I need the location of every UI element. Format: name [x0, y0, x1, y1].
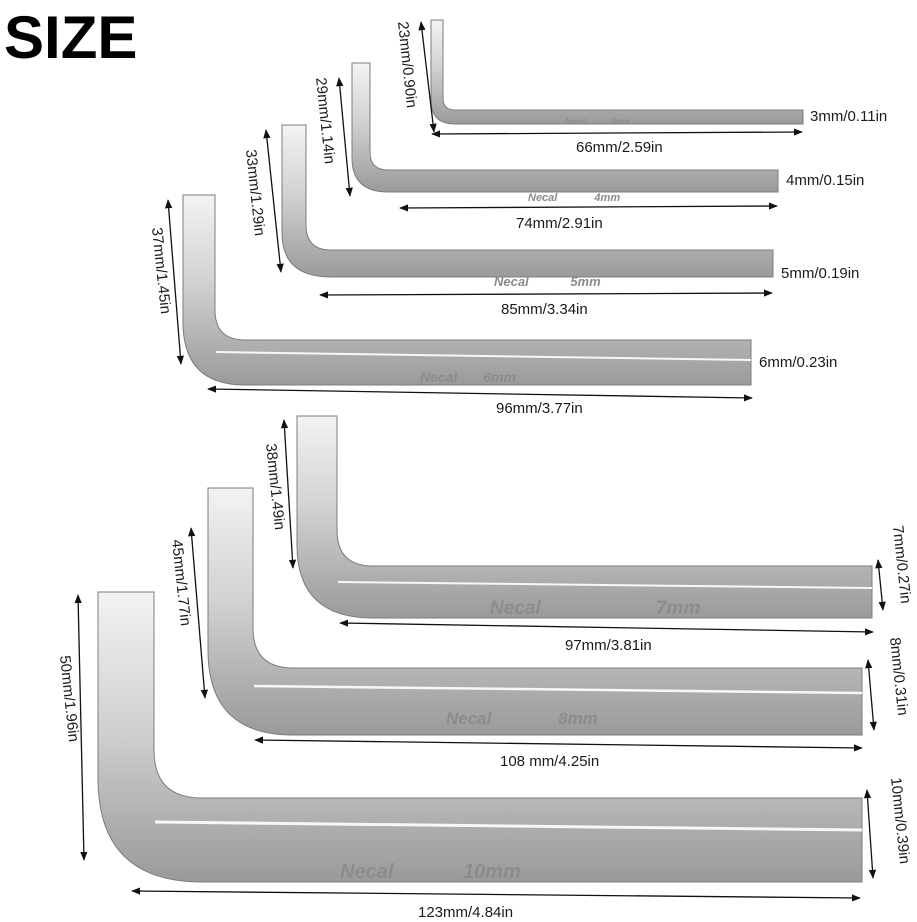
- arrow-short-7mm: [280, 419, 297, 569]
- arrow-width-8mm: [865, 659, 877, 731]
- arrow-width-10mm: [863, 789, 877, 879]
- arrow-long-10mm: [131, 887, 861, 902]
- hex-key-7mm: Necal 7mm 38mm/1.49in 97mm/3.81in 7mm/0.…: [262, 415, 914, 654]
- engraving-5mm: Necal 5mm: [494, 274, 601, 289]
- label-short-3mm: 23mm/0.90in: [394, 21, 420, 109]
- label-short-5mm: 33mm/1.29in: [242, 149, 268, 237]
- label-width-5mm: 5mm/0.19in: [781, 265, 859, 282]
- arrow-long-3mm: [431, 128, 803, 138]
- label-width-3mm: 3mm/0.11in: [810, 108, 887, 125]
- label-width-7mm: 7mm/0.27in: [889, 525, 914, 605]
- arrow-long-8mm: [254, 736, 863, 752]
- label-width-10mm: 10mm/0.39in: [887, 777, 913, 865]
- label-short-6mm: 37mm/1.45in: [148, 227, 174, 315]
- arrow-short-3mm: [418, 21, 437, 133]
- highlight-7mm: [337, 581, 873, 589]
- label-width-8mm: 8mm/0.31in: [886, 637, 911, 717]
- arrow-long-4mm: [399, 202, 778, 212]
- arrow-long-5mm: [319, 289, 773, 299]
- highlight-6mm: [215, 351, 752, 361]
- label-long-10mm: 123mm/4.84in: [418, 904, 513, 921]
- label-short-4mm: 29mm/1.14in: [312, 77, 338, 165]
- label-width-4mm: 4mm/0.15in: [786, 172, 864, 189]
- engraving-3mm: Necal 3mm: [565, 117, 629, 126]
- label-short-10mm: 50mm/1.96in: [56, 655, 82, 743]
- engraving-7mm: Necal 7mm: [490, 598, 700, 619]
- label-long-7mm: 97mm/3.81in: [565, 637, 652, 654]
- arrow-short-6mm: [165, 199, 184, 365]
- hex-key-4mm: Necal 4mm 29mm/1.14in 74mm/2.91in 4mm/0.…: [312, 62, 864, 232]
- engraving-10mm: Necal 10mm: [340, 861, 521, 883]
- hex-key-10mm: Necal 10mm 50mm/1.96in 123mm/4.84in 10mm…: [56, 591, 913, 921]
- highlight-10mm: [154, 820, 863, 832]
- arrow-short-5mm: [263, 129, 284, 273]
- engraving-8mm: Necal 8mm: [446, 709, 598, 728]
- arrow-short-10mm: [74, 594, 88, 861]
- engraving-4mm: Necal 4mm: [528, 192, 620, 204]
- label-long-8mm: 108 mm/4.25in: [500, 753, 599, 770]
- title-text: SIZE: [4, 4, 137, 71]
- arrow-short-4mm: [336, 77, 353, 197]
- hex-key-3mm: Necal 3mm 23mm/0.90in 66mm/2.59in 3mm/0.…: [394, 19, 887, 156]
- label-short-7mm: 38mm/1.49in: [262, 443, 288, 531]
- arrow-long-6mm: [207, 385, 753, 402]
- hex-key-8mm: Necal 8mm 45mm/1.77in 108 mm/4.25in 8mm/…: [168, 487, 911, 770]
- arrow-width-7mm: [875, 559, 886, 611]
- engraving-6mm: Necal 6mm: [420, 369, 516, 385]
- label-short-8mm: 45mm/1.77in: [168, 539, 194, 627]
- label-long-5mm: 85mm/3.34in: [501, 301, 588, 318]
- label-width-6mm: 6mm/0.23in: [759, 354, 837, 371]
- arrow-short-8mm: [188, 527, 208, 699]
- arrow-long-7mm: [339, 619, 874, 636]
- label-long-3mm: 66mm/2.59in: [576, 139, 663, 156]
- label-long-6mm: 96mm/3.77in: [496, 400, 583, 417]
- highlight-8mm: [253, 684, 863, 695]
- label-long-4mm: 74mm/2.91in: [516, 215, 603, 232]
